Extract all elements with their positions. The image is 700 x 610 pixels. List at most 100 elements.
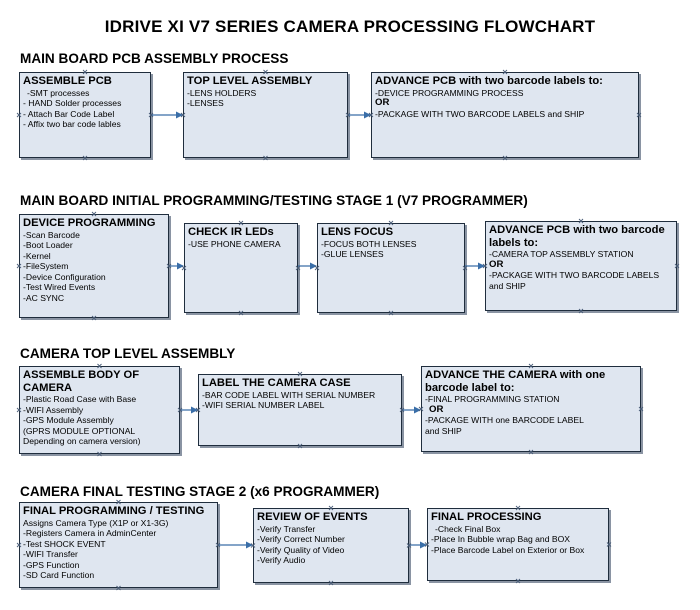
- connection-point-marker: [16, 542, 22, 548]
- box-line: -FINAL PROGRAMMING STATION: [425, 394, 560, 404]
- box-line: Assigns Camera Type (X1P or X1-3G): [23, 517, 169, 528]
- box-line: -Verify Quality of Video: [257, 544, 345, 555]
- connection-point-marker: [502, 155, 508, 161]
- box-review-events: REVIEW OF EVENTS -Verify Transfer -Verif…: [253, 508, 409, 583]
- box-title: CHECK IR LEDs: [188, 226, 274, 238]
- box-title: FINAL PROGRAMMING / TESTING: [23, 505, 205, 517]
- connection-point-marker: [388, 310, 394, 316]
- box-line: -Kernel: [23, 250, 51, 261]
- connection-point-marker: [502, 69, 508, 75]
- connection-point-marker: [482, 263, 488, 269]
- connection-point-marker: [82, 69, 88, 75]
- connection-point-marker: [215, 542, 221, 548]
- connection-point-marker: [297, 371, 303, 377]
- box-assemble-pcb: ASSEMBLE PCB -SMT processes - HAND Solde…: [19, 72, 151, 158]
- box-title: CAMERA: [23, 381, 73, 394]
- connection-point-marker: [674, 263, 680, 269]
- connection-point-marker: [181, 265, 187, 271]
- box-title: FINAL PROCESSING: [431, 511, 542, 523]
- box-title: LENS FOCUS: [321, 226, 394, 238]
- box-line: -PACKAGE WITH TWO BARCODE LABELS and SHI…: [375, 108, 585, 119]
- box-line: -WIFI SERIAL NUMBER LABEL: [202, 400, 325, 411]
- box-line: -Verify Audio: [257, 555, 306, 566]
- connection-point-marker: [116, 499, 121, 505]
- box-line: -CAMERA TOP ASSEMBLY STATION: [489, 249, 634, 259]
- connection-point-marker: [462, 265, 468, 271]
- section-heading-top-level: CAMERA TOP LEVEL ASSEMBLY: [20, 346, 236, 361]
- box-line: -Boot Loader: [23, 240, 73, 251]
- box-line: -PACKAGE WITH TWO BARCODE LABELS: [489, 270, 660, 281]
- connection-point-marker: [345, 112, 351, 118]
- connection-point-marker: [418, 406, 424, 412]
- box-line: and SHIP: [425, 425, 462, 436]
- connection-point-marker: [424, 542, 430, 547]
- connection-point-marker: [399, 407, 405, 413]
- section-heading-initial-programming: MAIN BOARD INITIAL PROGRAMMING/TESTING S…: [20, 193, 528, 208]
- connection-point-marker: [328, 505, 334, 511]
- box-line: -Place Barcode Label on Exterior or Box: [431, 544, 585, 555]
- box-line: -USE PHONE CAMERA: [188, 238, 281, 249]
- connection-point-marker: [406, 543, 412, 548]
- box-line: -DEVICE PROGRAMMING PROCESS: [375, 87, 524, 98]
- box-line: -GPS Module Assembly: [23, 415, 114, 426]
- box-line: -SD Card Function: [23, 570, 95, 581]
- box-line: -PACKAGE WITH one BARCODE LABEL: [425, 415, 584, 426]
- box-title: ADVANCE PCB with two barcode labels to:: [375, 75, 603, 87]
- box-line: -Place In Bubble wrap Bag and BOX: [431, 534, 571, 545]
- page-title: IDRIVE XI V7 SERIES CAMERA PROCESSING FL…: [104, 17, 596, 36]
- connection-point-marker: [328, 580, 334, 586]
- box-title: ADVANCE THE CAMERA with one: [425, 369, 606, 381]
- box-line: -BAR CODE LABEL WITH SERIAL NUMBER: [202, 389, 376, 400]
- connection-point-marker: [238, 220, 244, 226]
- connection-point-marker: [297, 443, 303, 449]
- connection-point-marker: [528, 449, 534, 455]
- box-line: -FileSystem: [23, 261, 69, 272]
- box-line: -FOCUS BOTH LENSES: [321, 238, 417, 249]
- connection-point-marker: [91, 211, 97, 217]
- connection-point-marker: [148, 112, 154, 118]
- box-device-programming: DEVICE PROGRAMMING -Scan Barcode -Boot L…: [19, 214, 169, 318]
- connection-point-marker: [91, 315, 97, 321]
- box-line: -GLUE LENSES: [321, 249, 384, 260]
- connection-point-marker: [250, 543, 256, 548]
- box-line: - Attach Bar Code Label: [23, 108, 115, 119]
- box-line: -Verify Correct Number: [257, 534, 345, 545]
- connection-point-marker: [82, 155, 88, 161]
- connection-point-marker: [263, 69, 268, 75]
- box-line: -LENSES: [187, 98, 224, 109]
- box-line: Depending on camera version): [23, 436, 141, 447]
- box-title: labels to:: [489, 236, 539, 249]
- box-line: -Test SHOCK EVENT: [23, 538, 106, 549]
- box-label-camera-case: LABEL THE CAMERA CASE -BAR CODE LABEL WI…: [198, 374, 402, 446]
- box-line: -Registers Camera in AdminCenter: [23, 528, 157, 539]
- box-title: ASSEMBLE PCB: [23, 75, 112, 87]
- connection-point-marker: [636, 112, 642, 118]
- box-line: -WIFI Transfer: [23, 549, 78, 560]
- box-line: -Test Wired Events: [23, 282, 96, 293]
- box-line: -Check Final Box: [435, 523, 501, 534]
- box-title: TOP LEVEL ASSEMBLY: [187, 75, 313, 87]
- box-line: -Device Configuration: [23, 271, 106, 282]
- connection-point-marker: [16, 112, 22, 118]
- connection-point-marker: [515, 505, 521, 511]
- section-heading-final-testing: CAMERA FINAL TESTING STAGE 2 (x6 PROGRAM…: [20, 484, 380, 499]
- connection-point-marker: [263, 155, 268, 161]
- connection-point-marker: [578, 308, 584, 314]
- box-title: REVIEW OF EVENTS: [257, 511, 368, 523]
- connection-point-marker: [16, 263, 22, 269]
- box-title: barcode label to:: [425, 381, 515, 394]
- connection-point-marker: [528, 363, 534, 369]
- box-line: -Plastic Road Case with Base: [23, 394, 137, 404]
- box-line: -Verify Transfer: [257, 523, 316, 534]
- box-line: - Affix two bar code lables: [23, 119, 121, 130]
- box-advance-pcb-1: ADVANCE PCB with two barcode labels to: …: [371, 72, 639, 158]
- box-title: ASSEMBLE BODY OF: [23, 369, 140, 381]
- box-line: - HAND Solder processes: [23, 98, 122, 109]
- box-final-programming: FINAL PROGRAMMING / TESTING Assigns Came…: [19, 502, 218, 588]
- box-line: -GPS Function: [23, 559, 80, 570]
- box-advance-camera: ADVANCE THE CAMERA with one barcode labe…: [421, 366, 641, 452]
- box-line: -WIFI Assembly: [23, 404, 84, 415]
- connection-point-marker: [515, 578, 521, 584]
- connection-point-marker: [578, 218, 584, 224]
- connection-point-marker: [295, 265, 301, 271]
